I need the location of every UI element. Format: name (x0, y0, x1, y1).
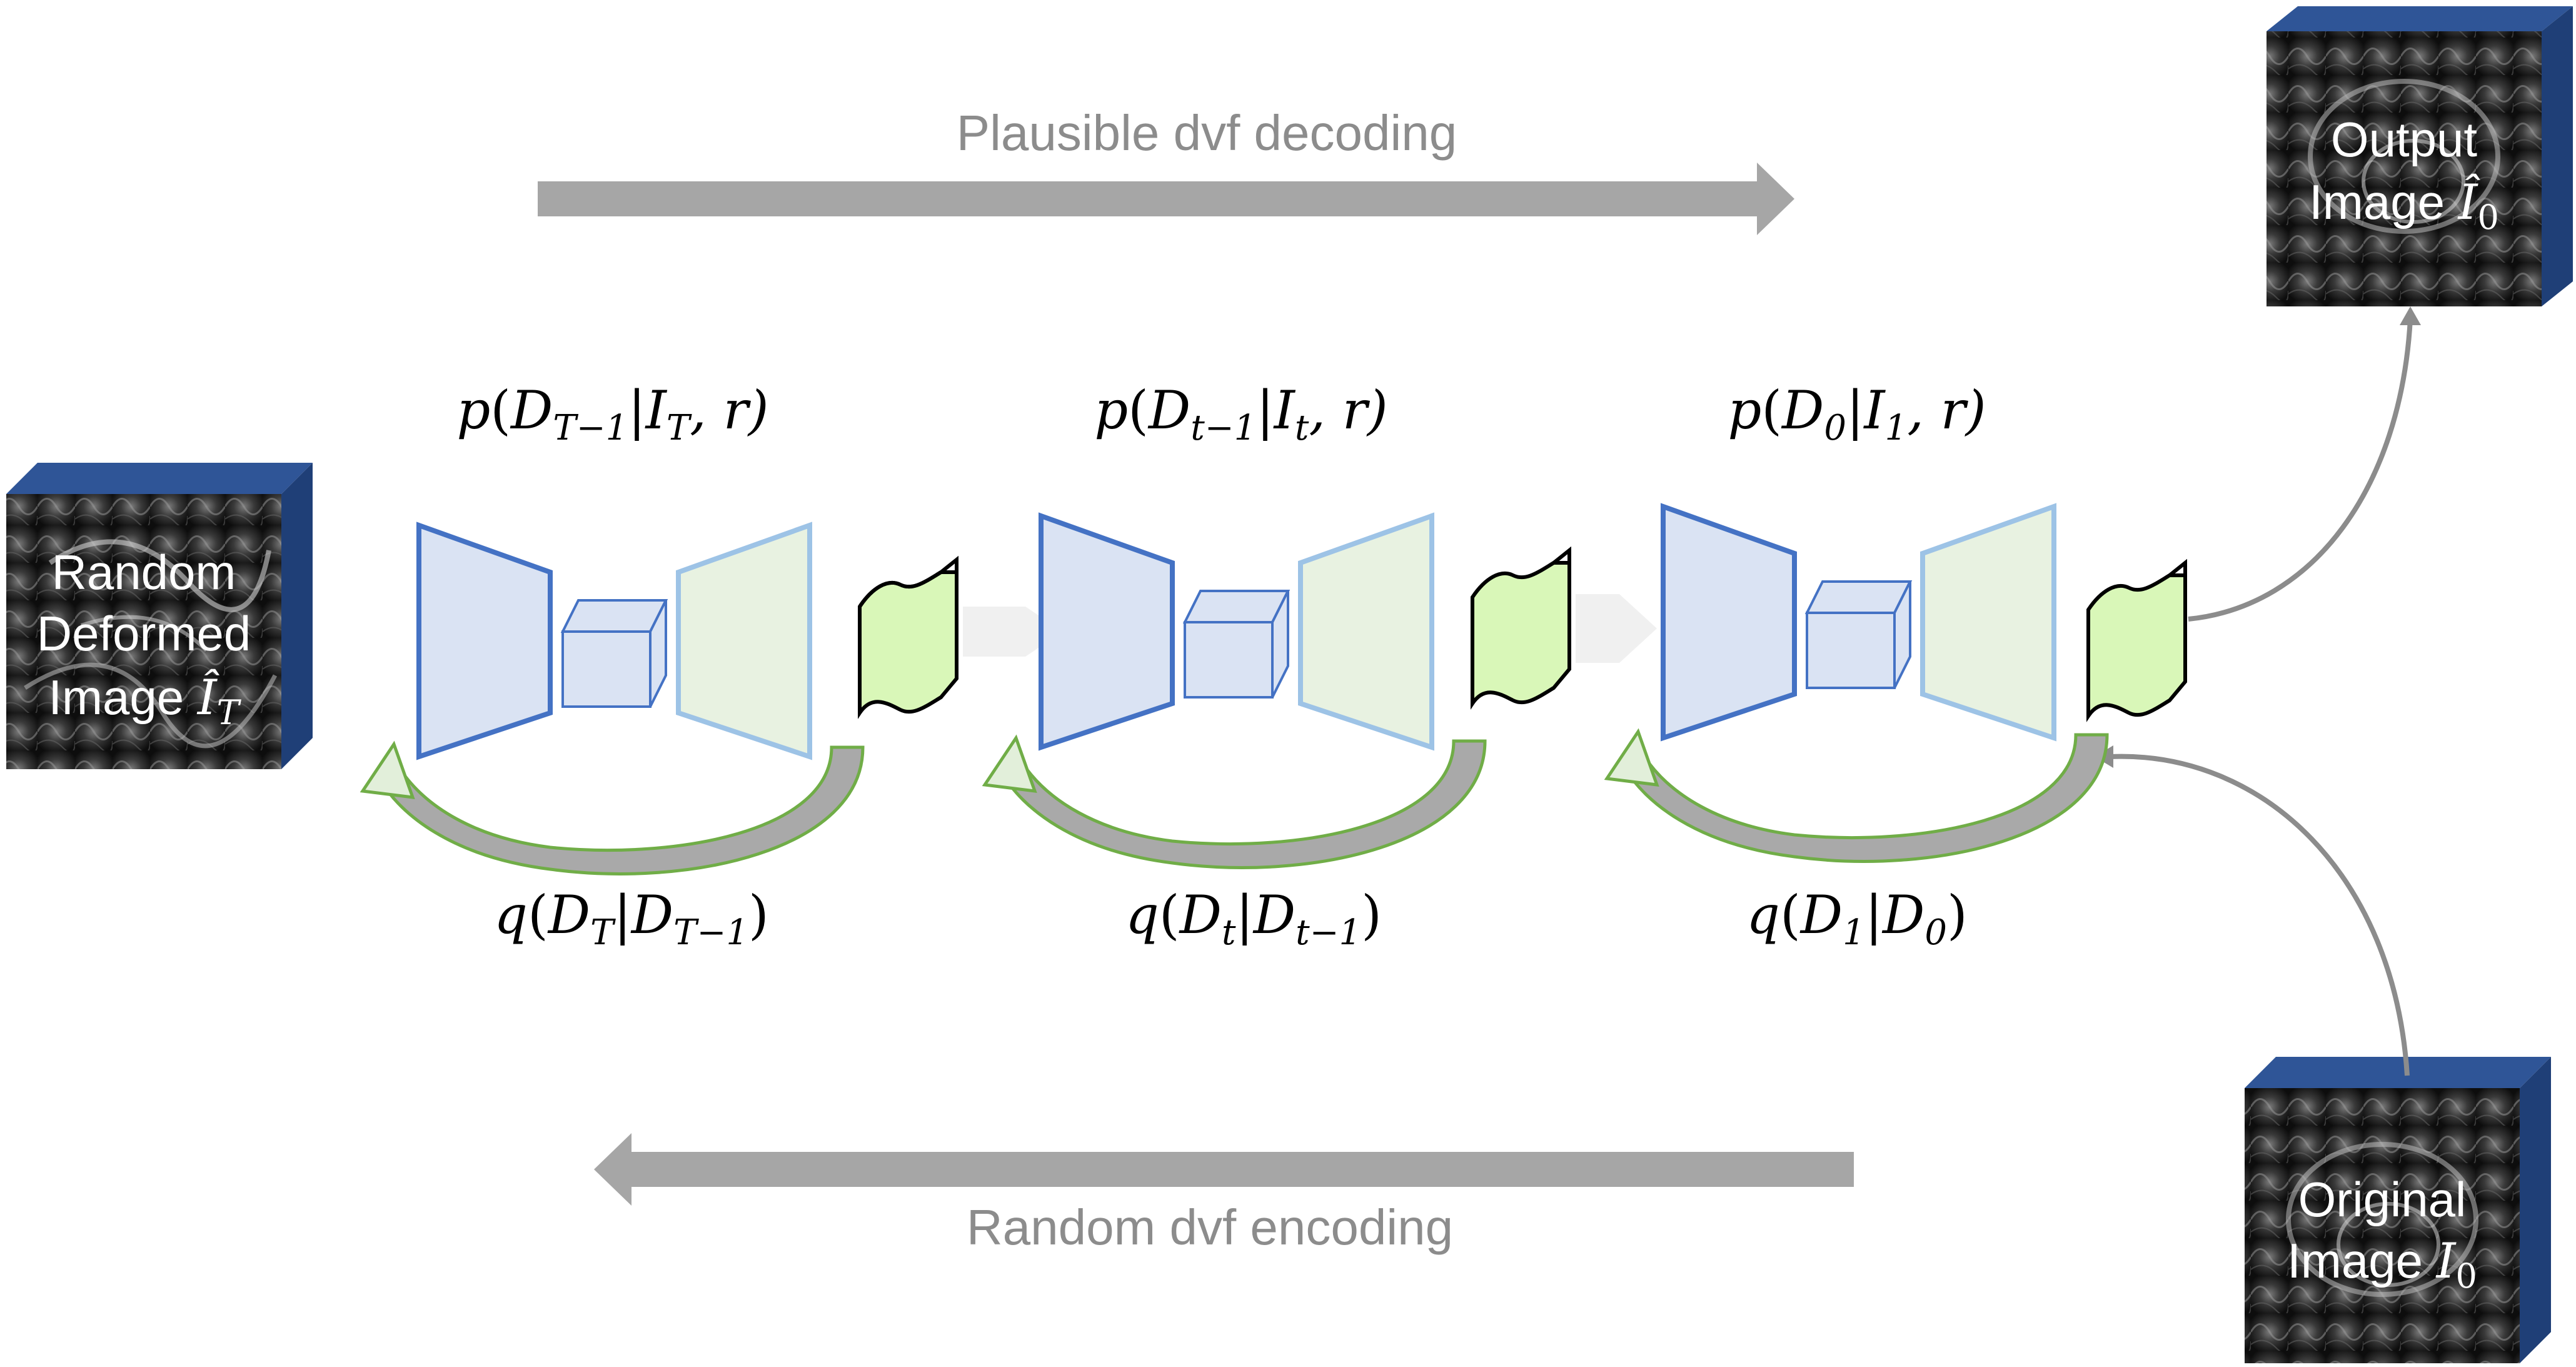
original-connector (2095, 745, 2410, 1076)
output-connector (2188, 306, 2421, 622)
encoder-trapezoid (416, 522, 553, 760)
output-image-line1: Output (2331, 112, 2477, 167)
original-image: Original Image I0 (2245, 1057, 2551, 1363)
decoder-trapezoid (1920, 503, 2056, 742)
original-image-line1: Original (2298, 1172, 2467, 1227)
output-image: Output Image Î0 (2267, 6, 2573, 306)
output-image-line2: Image Î0 (2309, 173, 2499, 237)
stage-3: p(D0|I1, r) q(D1|D0) (1604, 380, 2187, 953)
stage-2-q-label: q(Dt|Dt−1) (1125, 884, 1382, 953)
encoder-trapezoid (1661, 503, 1797, 742)
stage-2-p-label: p(Dt−1|It, r) (1094, 380, 1387, 448)
random-encoding-arrow (594, 1133, 1854, 1206)
stage-3-p-label: p(D0|I1, r) (1728, 380, 1986, 448)
stage-1-p-label: p(DT−1|IT, r) (456, 380, 768, 448)
diffusion-loop-arrow (982, 734, 1487, 869)
random-encoding-label: Random dvf encoding (967, 1199, 1453, 1255)
stage-1-q-label: q(DT|DT−1) (494, 884, 769, 953)
dvf-block (2086, 558, 2187, 722)
decoder-trapezoid (1298, 512, 1434, 751)
random-deformed-line2: Deformed (37, 606, 251, 661)
encoder-trapezoid (1039, 512, 1175, 751)
stage-3-q-label: q(D1|D0) (1746, 884, 1968, 953)
stage-1: p(DT−1|IT, r) q(DT|DT−1) (360, 380, 958, 953)
random-deformed-image: Random Deformed Image ÎT (6, 463, 313, 769)
latent-cube (1182, 590, 1291, 699)
plausible-decoding-arrow (538, 163, 1794, 235)
original-image-line2: Image I0 (2287, 1233, 2477, 1296)
dvf-block (1471, 546, 1571, 710)
stage-2: p(Dt−1|It, r) q(Dt|Dt−1) (982, 380, 1571, 953)
random-deformed-line1: Random (52, 545, 236, 600)
latent-cube (560, 599, 668, 708)
dvf-block (858, 555, 958, 719)
stage-connectors (963, 594, 1657, 663)
diffusion-loop-arrow (360, 740, 865, 875)
plausible-decoding-label: Plausible dvf decoding (957, 105, 1457, 161)
random-deformed-line3: Image ÎT (48, 668, 241, 732)
diffusion-loop-arrow (1604, 728, 2109, 863)
latent-cube (1804, 580, 1913, 689)
decoder-trapezoid (676, 522, 812, 760)
